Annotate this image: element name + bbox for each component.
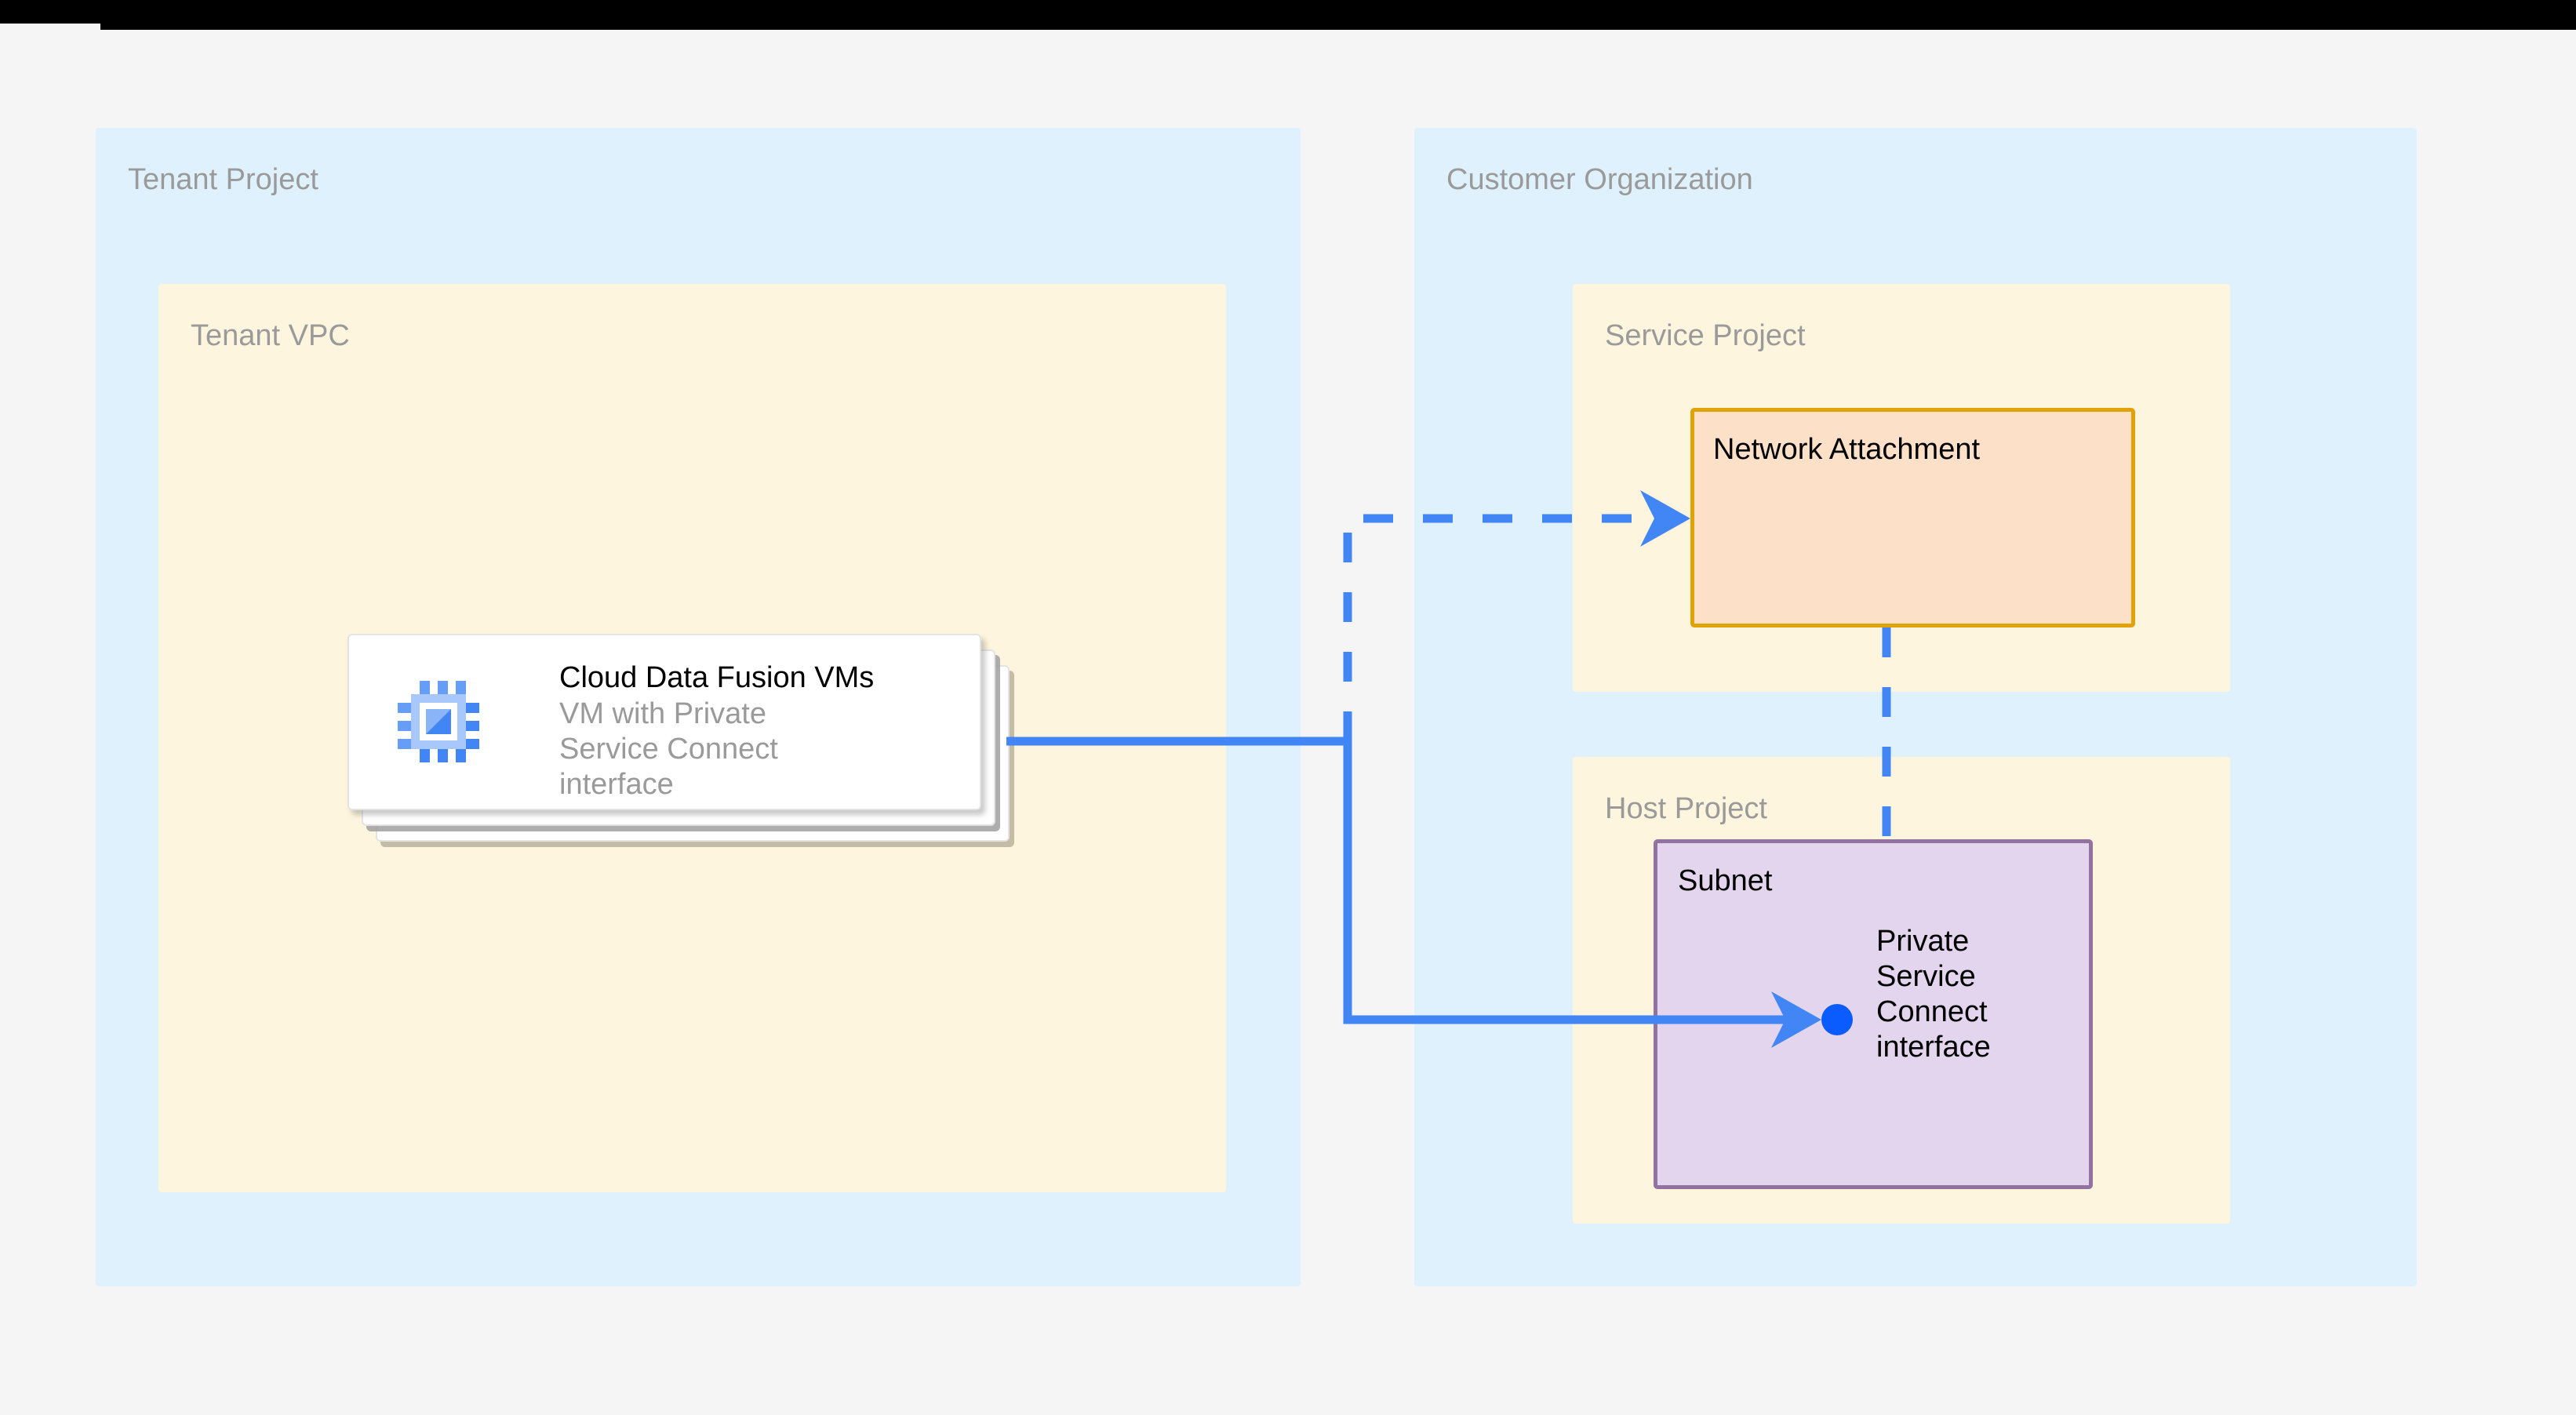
group-label-service-project: Service Project xyxy=(1605,319,1806,352)
group-label-host-project: Host Project xyxy=(1605,792,1767,825)
group-label-tenant-vpc: Tenant VPC xyxy=(191,319,350,352)
psc-interface-label: Private Service Connect interface xyxy=(1876,925,1991,1064)
cpu-chip-icon xyxy=(398,681,479,762)
vm-card[interactable]: Cloud Data Fusion VMs VM with Private Se… xyxy=(347,634,981,810)
subnet-label: Subnet xyxy=(1678,864,1773,897)
network-attachment-box[interactable]: Network Attachment xyxy=(1690,408,2135,627)
top-bar-notch xyxy=(0,24,100,30)
top-black-bar xyxy=(0,0,2576,30)
group-label-tenant-project: Tenant Project xyxy=(128,163,318,196)
group-label-customer-organization: Customer Organization xyxy=(1446,163,1753,196)
vm-card-subtitle: VM with Private Service Connect interfac… xyxy=(559,697,778,801)
network-attachment-label: Network Attachment xyxy=(1713,433,1981,466)
vm-card-title: Cloud Data Fusion VMs xyxy=(559,661,875,694)
